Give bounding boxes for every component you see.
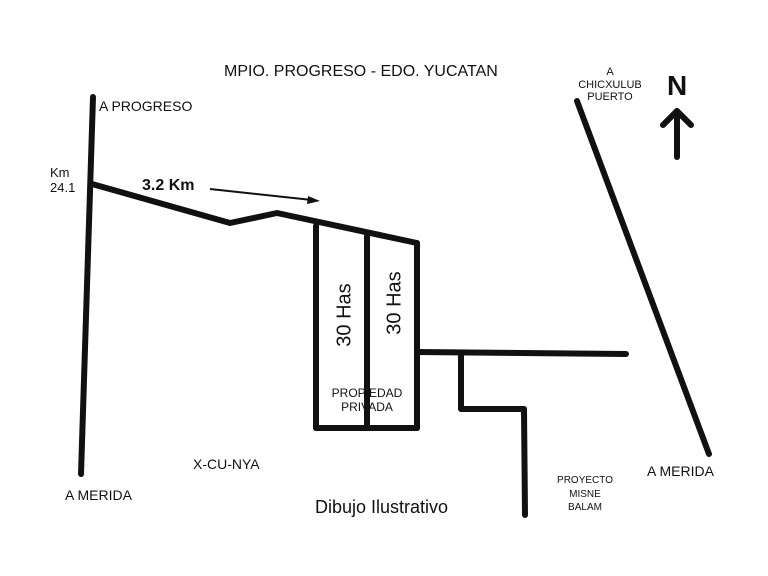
access-road (89, 181, 420, 246)
north-arrow-head (660, 108, 694, 128)
label-to-chicxulub: A CHICXULUB PUERTO (578, 66, 642, 104)
label-x-cu-nya: X-CU-NYA (193, 456, 260, 472)
label-to-progreso: A PROGRESO (99, 98, 193, 114)
label-to-merida-left: A MERIDA (65, 487, 132, 503)
road-progreso-merida (78, 94, 96, 477)
label-private-property: PROPIEDAD PRIVADA (331, 386, 403, 414)
road-chicxulub-merida (574, 98, 712, 457)
north-label: N (667, 70, 688, 101)
lot-1-label: 30 Has (333, 283, 356, 347)
south-road (458, 351, 528, 518)
east-road (414, 349, 629, 357)
label-km-marker: Km 24.1 (50, 165, 76, 195)
lot-2-label: 30 Has (383, 271, 406, 335)
caption: Dibujo Ilustrativo (315, 497, 449, 517)
map-title: MPIO. PROGRESO - EDO. YUCATAN (224, 63, 498, 80)
label-distance: 3.2 Km (142, 177, 195, 194)
label-to-merida-right: A MERIDA (647, 463, 714, 479)
label-project: PROYECTO MISNE BALAM (557, 475, 613, 513)
distance-arrow (209, 188, 320, 204)
